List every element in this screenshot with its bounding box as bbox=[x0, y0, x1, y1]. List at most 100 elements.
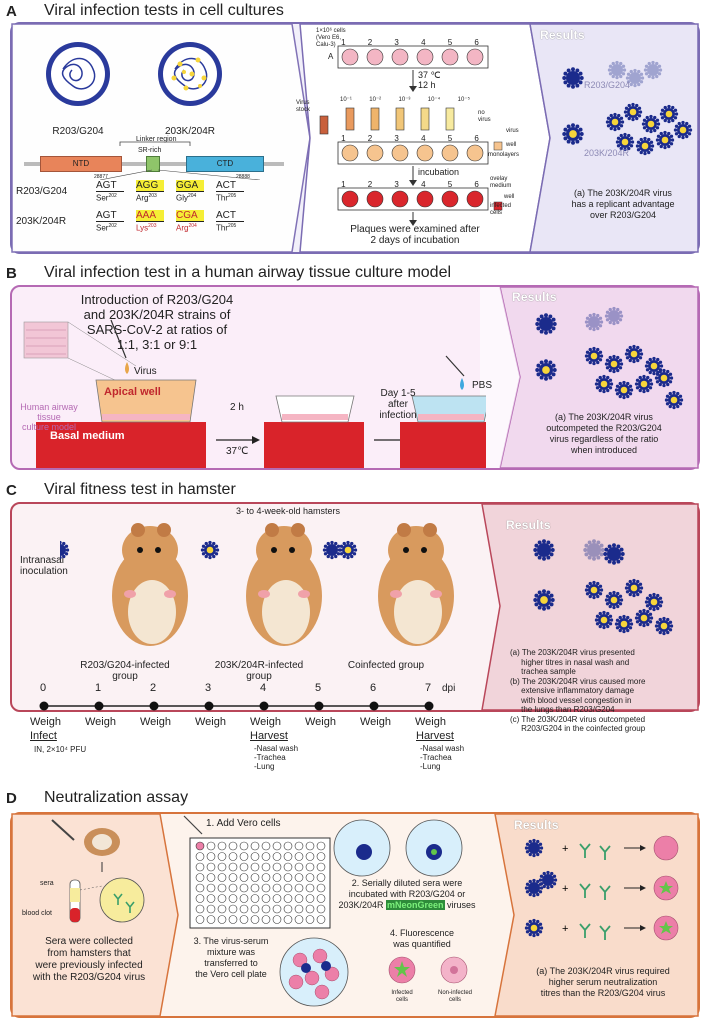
infected-cells-label: infected cells bbox=[490, 203, 512, 216]
well-number: 4 bbox=[421, 38, 426, 47]
well-number: 1 bbox=[341, 180, 346, 189]
legend-virus: virus bbox=[506, 128, 519, 134]
step2-line1: 2. Serially diluted sera were bbox=[351, 878, 463, 888]
timeline-day: 0 bbox=[40, 682, 47, 694]
section-d-letter: D bbox=[6, 790, 17, 807]
virus-203k-icon bbox=[664, 390, 684, 410]
dilution: 10⁻⁵ bbox=[457, 97, 470, 103]
virus-r203-icon bbox=[535, 313, 557, 335]
step2-line3-end: viruses bbox=[444, 900, 476, 910]
virus-203k-icon bbox=[641, 114, 661, 134]
results-a-label2: 203K/204R bbox=[584, 148, 630, 158]
ctd-domain: CTD bbox=[186, 156, 264, 172]
incubation-label: incubation bbox=[418, 167, 460, 177]
virus-203k-icon bbox=[614, 614, 634, 634]
aa-position: 205 bbox=[228, 193, 237, 199]
harvest-label-1: Harvest bbox=[250, 730, 288, 742]
well-number: 1 bbox=[341, 38, 346, 47]
weigh-label: Weigh bbox=[140, 716, 171, 728]
virus-r203-icon bbox=[524, 878, 544, 898]
aa-position: 203 bbox=[148, 193, 157, 199]
timeline-day: 2 bbox=[150, 682, 157, 694]
weigh-label: Weigh bbox=[360, 716, 391, 728]
serum-collection-graphic bbox=[51, 819, 145, 923]
sr-rich-label: SR-rich bbox=[138, 147, 162, 154]
basal-medium-label: Basal medium bbox=[50, 430, 125, 442]
cells-label: 1×10⁶ cells (Vero E6, Calu-3) bbox=[316, 28, 346, 49]
legend-well2: well bbox=[504, 194, 515, 200]
step2-line2: incubated with R203/G204 or bbox=[348, 889, 466, 899]
amino-acid: Thr bbox=[216, 193, 228, 203]
virus-203k-icon bbox=[533, 589, 555, 611]
svg-text:+: + bbox=[562, 883, 568, 895]
codon: ACT bbox=[216, 210, 244, 222]
virus-203k-icon bbox=[654, 368, 674, 388]
virus-203k-icon bbox=[200, 540, 220, 560]
ntd-domain: NTD bbox=[40, 156, 122, 172]
noninfected-cells-caption: Non-infected cells bbox=[437, 990, 473, 1003]
section-b-title: Viral infection test in a human airway t… bbox=[44, 264, 452, 281]
virus-203k-icon bbox=[594, 374, 614, 394]
linker-bracket bbox=[99, 141, 261, 180]
aa-position: 203 bbox=[148, 223, 157, 229]
results-d-graphic: +++ bbox=[524, 835, 679, 941]
well-number: 6 bbox=[474, 180, 479, 189]
section-a-title: Viral infection tests in cell cultures bbox=[44, 2, 284, 19]
virus-203k-icon bbox=[604, 590, 624, 610]
step2-text: 2. Serially diluted sera were incubated … bbox=[322, 878, 492, 911]
virus-label-203k: 203K/204R bbox=[164, 126, 216, 137]
well-number: 1 bbox=[341, 134, 346, 143]
virus-r203-icon bbox=[643, 60, 663, 80]
timeline-day: 1 bbox=[95, 682, 102, 694]
group-label-1: R203/G204-infected group bbox=[80, 660, 170, 682]
virus-r203-icon bbox=[60, 540, 70, 560]
sera-collected-text: Sera were collected from hamsters that w… bbox=[32, 936, 146, 983]
results-d-label: Results bbox=[514, 818, 559, 832]
well-number: 3 bbox=[394, 38, 399, 47]
step2-line3: 203K/204R bbox=[338, 900, 386, 910]
group-label-3: Coinfected group bbox=[347, 660, 425, 671]
dpi-label: dpi bbox=[442, 683, 456, 694]
codon: AGT bbox=[96, 180, 124, 192]
aa-position: 204 bbox=[188, 223, 197, 229]
virus-r203-icon bbox=[533, 539, 555, 561]
well-number: 2 bbox=[367, 134, 373, 143]
codon-row1: AGT AGG GGA ACT Ser202 Arg203 Gly204 Thr… bbox=[96, 180, 266, 203]
section-d-chevrons bbox=[11, 813, 699, 1017]
virus-203k-icon bbox=[594, 610, 614, 630]
weigh-label: Weigh bbox=[30, 716, 61, 728]
weigh-label: Weigh bbox=[415, 716, 446, 728]
virus-203k-icon bbox=[338, 540, 358, 560]
mneongreen-highlight: mNeonGreen bbox=[386, 900, 445, 910]
timeline-day: 5 bbox=[315, 682, 322, 694]
infected-cells-caption: Infected cells bbox=[391, 990, 413, 1003]
well-number: 2 bbox=[367, 38, 373, 47]
virus-203k-icon bbox=[634, 608, 654, 628]
virus-r203-icon bbox=[322, 540, 342, 560]
results-a-label: Results bbox=[540, 28, 585, 42]
virus-label-r203: R203/G204 bbox=[52, 126, 104, 137]
dilution: 10⁻² bbox=[369, 97, 382, 103]
well-number: 5 bbox=[447, 38, 453, 47]
aa-position: 202 bbox=[108, 223, 117, 229]
results-a-text: (a) The 203K/204R virus has a replicant … bbox=[571, 188, 675, 220]
harvest-items-1: -Nasal wash -Trachea -Lung bbox=[254, 744, 299, 771]
well-number: 3 bbox=[394, 180, 399, 189]
virus-203k-icon bbox=[635, 136, 655, 156]
weigh-label: Weigh bbox=[195, 716, 226, 728]
harvest-label-2: Harvest bbox=[416, 730, 454, 742]
codon: GGA bbox=[176, 180, 204, 192]
amino-acid: Arg bbox=[136, 193, 149, 203]
virus-203k-icon bbox=[604, 354, 624, 374]
no-virus-label: no virus bbox=[478, 110, 491, 123]
plaques-text: Plaques were examined after 2 days of in… bbox=[350, 224, 480, 246]
virus-203k-icon bbox=[562, 123, 584, 145]
day-label: Day 1-5 after infection bbox=[379, 388, 417, 421]
row-letter: A bbox=[328, 52, 334, 61]
results-b-label: Results bbox=[512, 290, 557, 304]
airway-diagram bbox=[23, 319, 486, 468]
legend-monolayers: monolayers bbox=[488, 152, 520, 158]
